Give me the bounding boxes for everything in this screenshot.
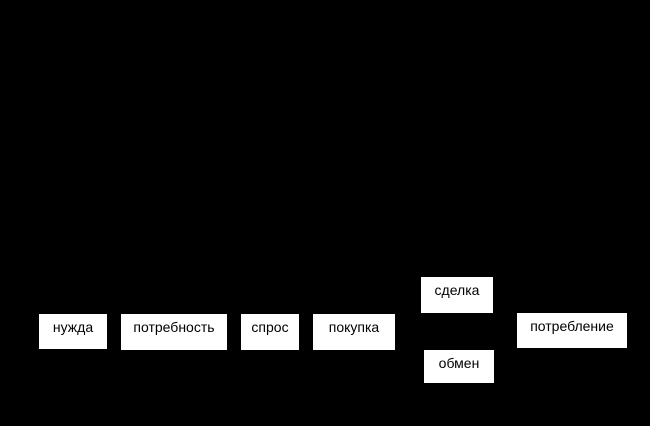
node-want-label: потребность (133, 319, 215, 335)
node-exchange: обмен (424, 350, 494, 383)
node-purchase-label: покупка (328, 319, 380, 335)
node-consumption-label: потребление (530, 318, 614, 334)
node-deal-label: сделка (434, 282, 480, 298)
node-exchange-label: обмен (438, 355, 480, 371)
node-purchase: покупка (313, 314, 395, 350)
node-need: нужда (39, 314, 107, 349)
node-demand-label: спрос (251, 319, 289, 335)
node-want: потребность (121, 314, 227, 350)
node-consumption: потребление (517, 313, 627, 348)
node-demand: спрос (241, 314, 299, 350)
node-deal: сделка (421, 277, 493, 313)
node-need-label: нужда (52, 319, 94, 335)
